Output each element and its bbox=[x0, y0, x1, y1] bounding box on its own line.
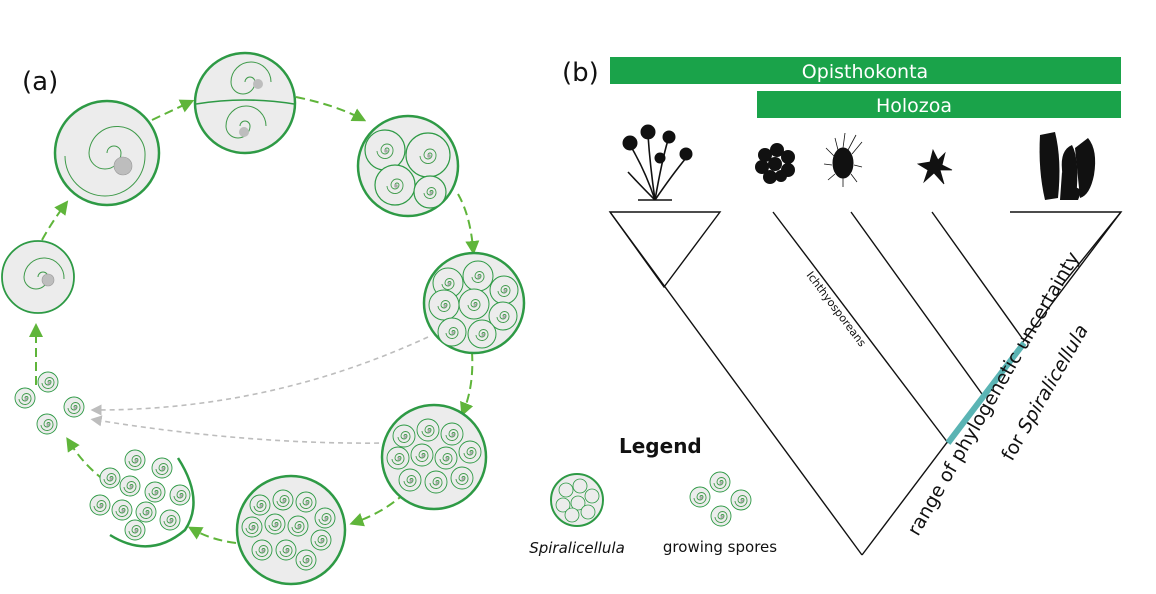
spore-release-arrows bbox=[90, 336, 429, 444]
phylogenetic-tree bbox=[608, 211, 1123, 556]
panel-b-label: (b) bbox=[562, 58, 599, 88]
fungus-icon bbox=[622, 124, 693, 201]
cell-stage-5 bbox=[422, 251, 526, 355]
panel-a-label: (a) bbox=[22, 67, 58, 97]
cell-stage-8 bbox=[89, 449, 195, 548]
cell-stage-3 bbox=[193, 51, 297, 155]
ciliate-icon bbox=[823, 132, 863, 187]
holozoa-bar bbox=[757, 91, 1121, 118]
ichthyosporeans-label: Ichthyosporeans bbox=[804, 269, 869, 349]
clustered-cells-icon bbox=[755, 143, 795, 184]
cell-stage-7 bbox=[235, 474, 347, 586]
legend-spores-label: growing spores bbox=[663, 538, 777, 556]
free-spores bbox=[14, 371, 85, 435]
amoeba-icon bbox=[916, 148, 953, 185]
cell-stage-4 bbox=[356, 114, 460, 218]
cell-stage-6 bbox=[380, 403, 488, 511]
uncertainty-range-bar bbox=[945, 341, 1027, 445]
opisthokonta-bar bbox=[610, 57, 1121, 84]
cell-stage-2 bbox=[53, 99, 161, 207]
opisthokonta-label: Opisthokonta bbox=[802, 61, 928, 83]
legend-spiralicellula-label: Spiralicellula bbox=[529, 539, 625, 557]
legend-title: Legend bbox=[619, 434, 702, 458]
legend-spores-icon bbox=[689, 471, 752, 527]
legend-spiralicellula-icon bbox=[550, 473, 604, 527]
sponge-icon bbox=[1039, 132, 1096, 200]
cell-stage-1 bbox=[1, 240, 75, 314]
holozoa-label: Holozoa bbox=[876, 95, 952, 117]
